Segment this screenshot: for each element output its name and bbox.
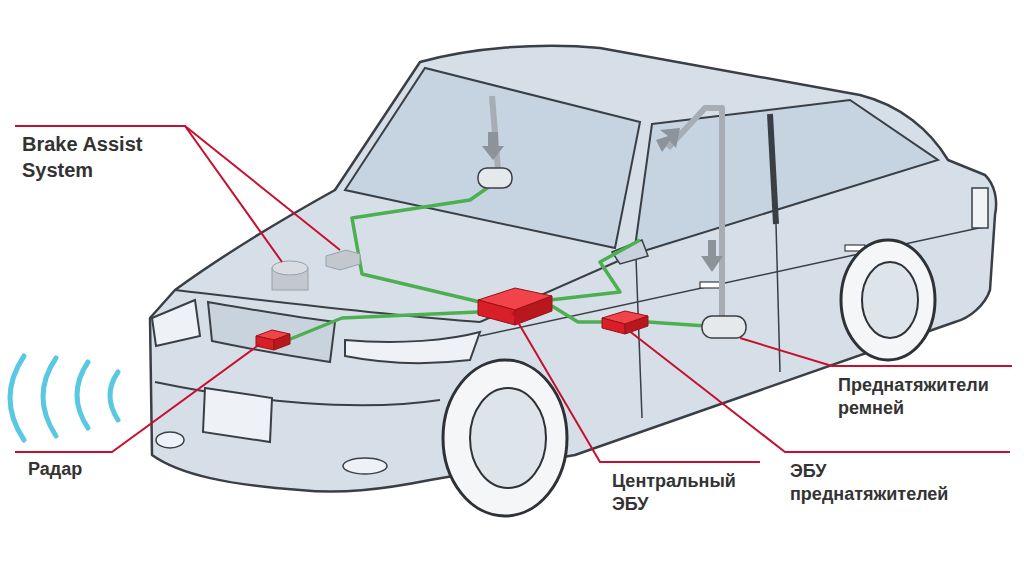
leader-line [15, 126, 282, 262]
unit-face [478, 300, 515, 325]
unit-face [515, 296, 552, 325]
radar-unit [256, 330, 290, 350]
callout-label: Центральный ЭБУ [612, 470, 752, 516]
fog-light [156, 432, 184, 448]
windshield [345, 68, 640, 248]
car-body [150, 46, 996, 492]
callout-label: Радар [28, 458, 148, 481]
front-wheel [443, 360, 567, 516]
leader-line [512, 312, 760, 462]
wire [288, 312, 478, 340]
wiring [288, 186, 706, 340]
radar-waves [10, 356, 118, 440]
bumper-line [155, 382, 440, 405]
fog-light [343, 458, 387, 474]
wheel-rim [470, 388, 546, 488]
unit-face [602, 318, 625, 334]
leader-line [185, 126, 340, 250]
leader-line [15, 344, 260, 452]
pretensioner-cylinder [478, 168, 512, 188]
label-box: Brake Assist System [22, 132, 172, 183]
unit-face [256, 336, 274, 350]
label-box: Преднатяжители ремней [838, 374, 1016, 420]
door-handle [700, 282, 722, 288]
leader-line [740, 338, 1012, 366]
wheel-rim [862, 262, 918, 338]
brake-booster [272, 261, 308, 275]
license-plate [203, 388, 272, 442]
brake-valve [326, 250, 360, 270]
label-box: ЭБУ преднатяжителей [790, 460, 975, 506]
pretensioner-ecu [602, 311, 648, 334]
tension-arrow [482, 132, 504, 160]
pretensioner-cylinder [702, 316, 746, 338]
side-window [634, 100, 938, 254]
callout-label: ЭБУ преднатяжителей [790, 460, 975, 506]
grille [208, 302, 335, 362]
headlight [152, 300, 200, 346]
wire [648, 322, 706, 326]
rear-wheel [841, 240, 935, 360]
unit-face [274, 334, 290, 350]
b-pillar [770, 114, 776, 224]
headlight [345, 332, 480, 363]
radar-wave [77, 362, 88, 428]
wire [552, 306, 604, 322]
tension-arrow [656, 128, 680, 152]
radar-wave [43, 358, 56, 436]
callout-label: Преднатяжители ремней [838, 374, 1016, 420]
label-box: Центральный ЭБУ [612, 470, 752, 516]
central-ecu [478, 288, 552, 325]
label-box: Радар [28, 458, 148, 481]
tension-arrow [701, 240, 723, 272]
radar-wave [110, 372, 118, 420]
radar-wave [10, 356, 24, 440]
rear-light [972, 188, 988, 228]
wire [352, 186, 490, 302]
callout-label: Brake Assist System [22, 132, 172, 183]
wire [550, 240, 640, 300]
